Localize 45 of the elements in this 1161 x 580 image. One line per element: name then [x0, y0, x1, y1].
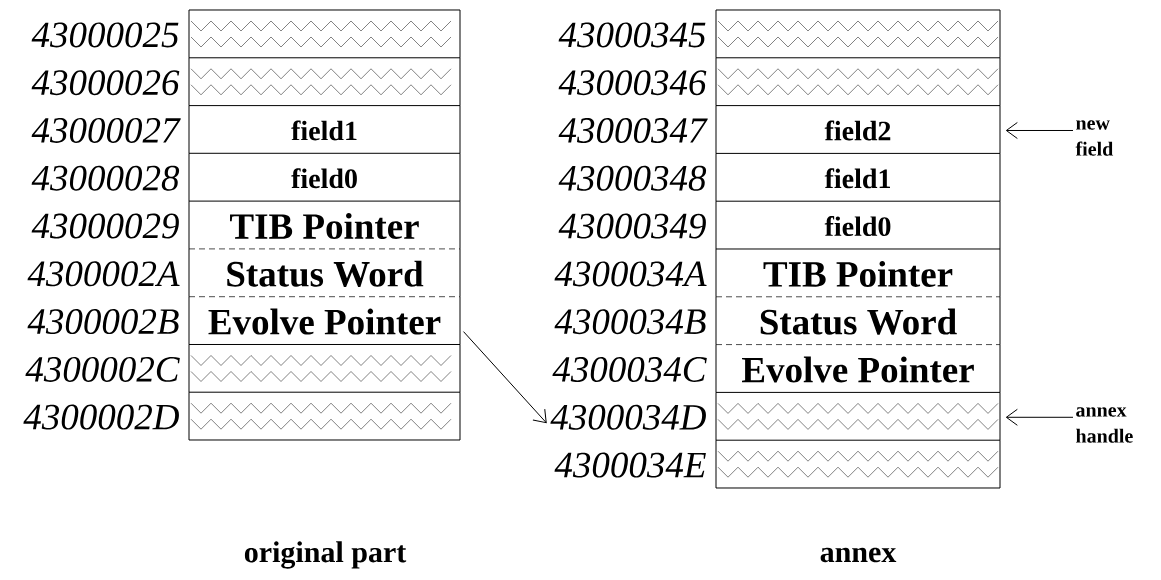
address-label: 43000346 — [558, 70, 707, 96]
memory-cell: TIB Pointer — [188, 200, 461, 250]
annotation-text: annex handle — [1076, 407, 1133, 443]
memory-cell — [715, 391, 1001, 441]
memory-cell — [715, 57, 1001, 107]
memory-cell: field0 — [715, 200, 1001, 250]
address-label: 43000348 — [558, 165, 707, 191]
annotation-text: new field — [1075, 120, 1114, 156]
memory-cell: Status Word — [188, 248, 461, 298]
memory-cell — [188, 57, 461, 107]
caption-text: annex — [820, 547, 897, 563]
arrow — [463, 331, 547, 424]
address-label: 43000345 — [558, 22, 706, 48]
address-label: 4300034B — [554, 309, 706, 335]
address-label: 43000028 — [31, 165, 180, 191]
memory-cell — [188, 9, 461, 59]
address-label: 4300034A — [554, 261, 707, 287]
leader-arrow — [1005, 408, 1074, 426]
address-label: 43000029 — [31, 213, 179, 239]
memory-cell: field1 — [715, 152, 1001, 202]
memory-cell — [715, 9, 1001, 59]
memory-cell: field2 — [715, 105, 1001, 154]
address-label: 43000026 — [31, 70, 180, 96]
memory-cell: field1 — [188, 105, 461, 154]
address-label: 4300034D — [550, 404, 706, 430]
address-label: 43000025 — [31, 22, 179, 48]
address-label: 43000349 — [558, 213, 706, 239]
address-label: 4300002C — [25, 356, 180, 382]
address-label: 4300002A — [27, 261, 180, 287]
leader-arrow — [1005, 122, 1074, 139]
memory-cell — [188, 344, 461, 393]
address-label: 4300002D — [23, 404, 179, 430]
address-label: 43000347 — [558, 118, 708, 143]
memory-cell: Status Word — [715, 296, 1001, 346]
address-label: 4300034E — [554, 452, 706, 478]
address-label: 4300002B — [27, 309, 179, 335]
caption-text: original part — [244, 541, 407, 569]
memory-cell: Evolve Pointer — [188, 296, 461, 345]
memory-cell: field0 — [188, 152, 461, 202]
memory-cell — [188, 391, 461, 441]
memory-cell: Evolve Pointer — [715, 344, 1001, 393]
memory-cell — [715, 439, 1001, 489]
address-label: 43000027 — [31, 117, 181, 143]
memory-cell: TIB Pointer — [715, 248, 1001, 298]
address-label: 4300034C — [552, 357, 707, 382]
